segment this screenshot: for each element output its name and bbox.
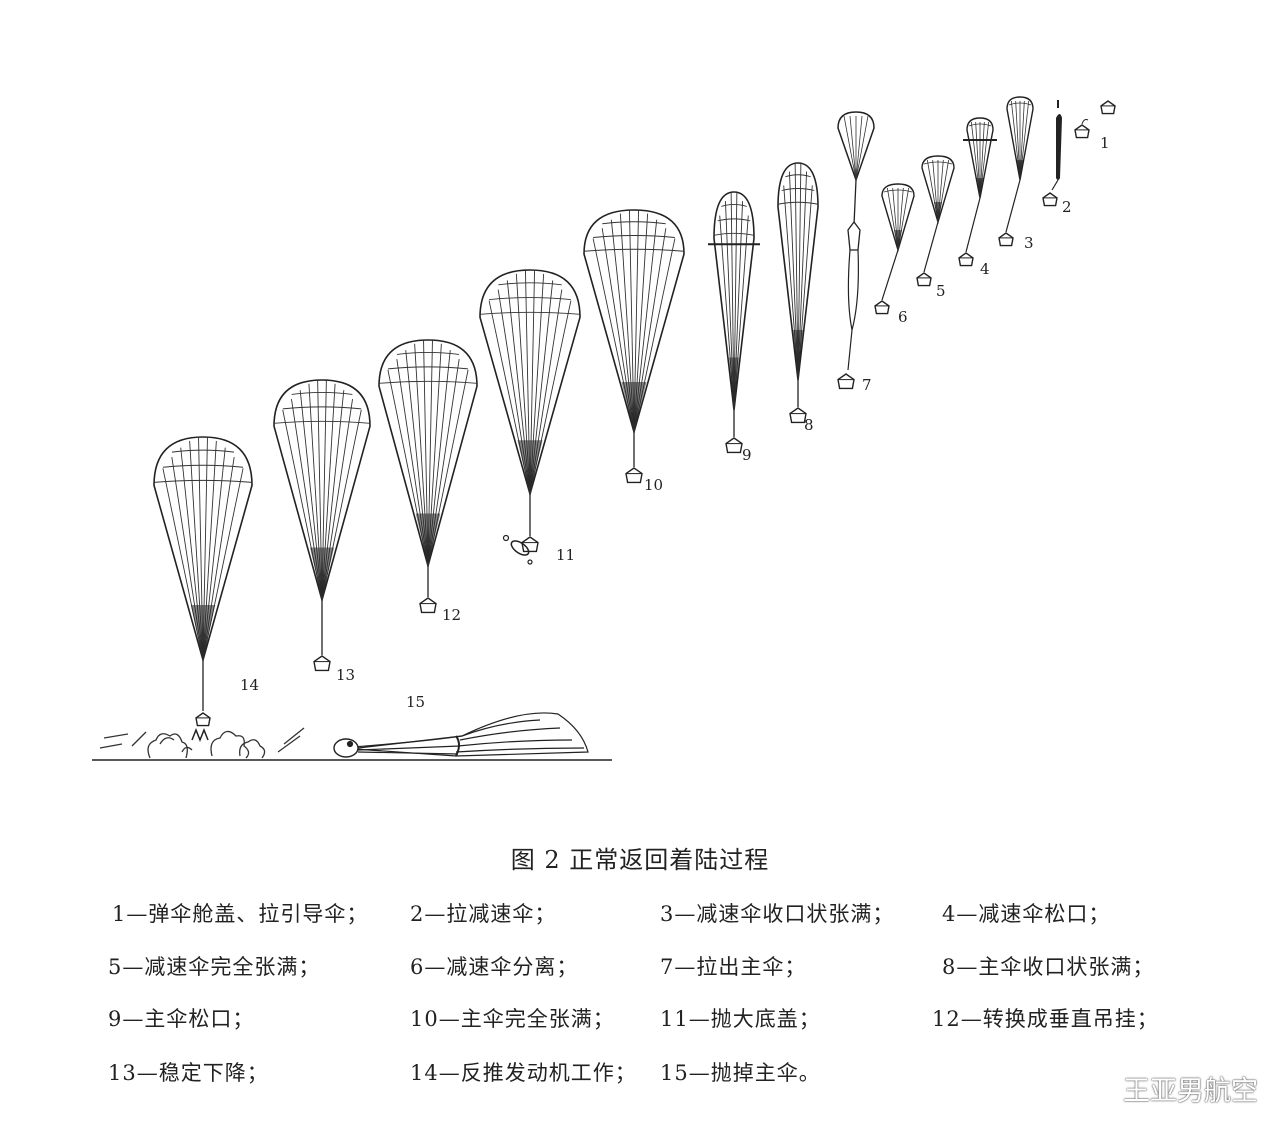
legend-item: 6—减速伞分离；: [410, 955, 579, 979]
dust-cloud: [147, 730, 266, 759]
parachute-canopy: [837, 111, 875, 390]
legend-item: 10—主伞完全张满；: [410, 1007, 615, 1031]
capsule-icon: [916, 272, 932, 287]
stage-label: 6: [898, 308, 908, 326]
capsule-icon: [625, 467, 643, 484]
capsule-icon: [725, 437, 743, 454]
stage-label: 4: [980, 260, 990, 278]
legend-item: 13—稳定下降；: [108, 1061, 269, 1085]
parachute-canopy: [1042, 100, 1062, 207]
legend-item: 9—主伞松口；: [108, 1007, 255, 1031]
bottom-cover: [502, 534, 533, 565]
parachute-canopy: [998, 96, 1034, 247]
parachute-canopy: [153, 436, 253, 727]
capsule-icon: [958, 252, 974, 267]
stage-label: 14: [240, 676, 259, 694]
legend-item: 11—抛大底盖；: [660, 1007, 821, 1031]
legend: 1—弹伞舱盖、拉引导伞； 2—拉减速伞； 3—减速伞收口状张满； 4—减速伞松口…: [0, 890, 1280, 1090]
capsule-icon: [195, 712, 211, 727]
legend-item: 7—拉出主伞；: [660, 955, 807, 979]
parachute-canopy: [958, 117, 997, 267]
parachute-canopy: [479, 269, 581, 553]
parachute-canopy: [777, 162, 819, 424]
capsule-icon: [521, 536, 539, 553]
stage-label: 11: [556, 546, 575, 564]
capsule-icon: [1100, 100, 1116, 115]
legend-item: 15—抛掉主伞。: [660, 1061, 821, 1085]
capsule-icon: [1042, 192, 1058, 207]
capsule-icon: [837, 373, 855, 390]
legend-item: 4—减速伞松口；: [942, 902, 1111, 926]
legend-item: 1—弹伞舱盖、拉引导伞；: [112, 902, 369, 926]
stage-label: 15: [406, 693, 425, 711]
stage-label: 10: [644, 476, 663, 494]
capsule-icon: [789, 407, 807, 424]
parachute-canopy: [916, 155, 955, 287]
stage-label: 5: [936, 282, 946, 300]
stage-label: 3: [1024, 234, 1034, 252]
legend-item: 14—反推发动机工作；: [410, 1061, 637, 1085]
collapsed-main-canopy: [333, 712, 589, 758]
capsule-icon: [1074, 124, 1090, 139]
legend-item: 2—拉减速伞；: [410, 902, 557, 926]
figure-caption: 图 2 正常返回着陆过程: [510, 846, 770, 874]
stage-label: 13: [336, 666, 355, 684]
stage-label: 12: [442, 606, 461, 624]
legend-item: 3—减速伞收口状张满；: [660, 902, 895, 926]
capsule-icon: [998, 232, 1014, 247]
stage-label: 7: [862, 376, 872, 394]
parachute-canopy: [708, 191, 760, 454]
capsule-icon: [419, 597, 437, 614]
ground-scene: [92, 712, 612, 761]
parachute-canopy: [378, 339, 478, 614]
capsule-icon: [1074, 100, 1116, 139]
parachute-canopy: [583, 209, 685, 484]
parachute-figures: [153, 96, 1116, 743]
legend-item: 8—主伞收口状张满；: [942, 955, 1155, 979]
stage-label: 8: [804, 416, 814, 434]
legend-item: 12—转换成垂直吊挂；: [932, 1007, 1159, 1031]
legend-item: 5—减速伞完全张满；: [108, 955, 321, 979]
stage-label: 2: [1062, 198, 1072, 216]
watermark: 王亚男航空: [1123, 1076, 1258, 1107]
retro-flame: [191, 727, 209, 743]
capsule-icon: [313, 655, 331, 672]
parachute-canopy: [273, 379, 371, 672]
parachute-canopy: [874, 183, 915, 315]
motion-lines: [99, 727, 305, 753]
capsule-icon: [874, 300, 890, 315]
stage-label: 9: [742, 446, 752, 464]
stage-label: 1: [1100, 134, 1110, 152]
